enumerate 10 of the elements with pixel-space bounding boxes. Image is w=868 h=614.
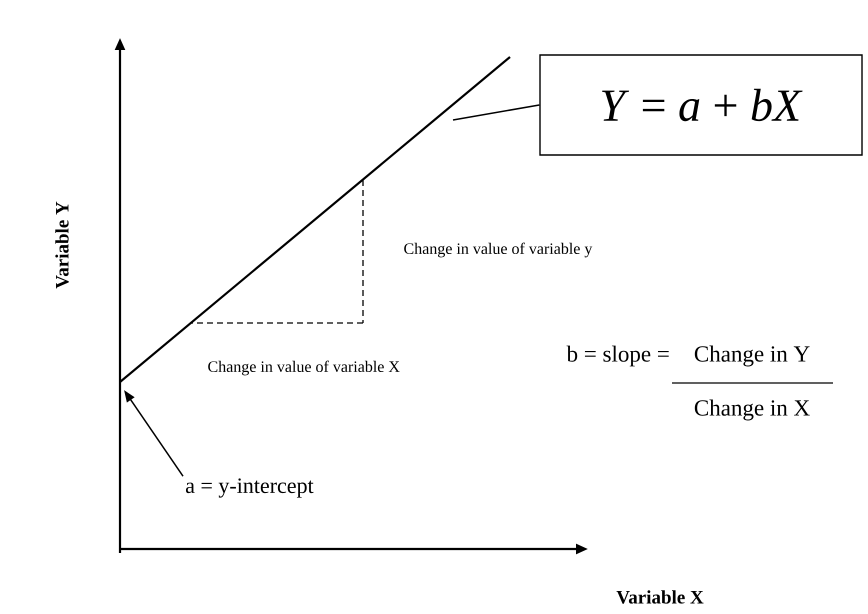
numerator-text: Change in Y — [694, 346, 810, 366]
axis-title: Variable Y — [55, 202, 69, 288]
equation-box: Y = a + bX — [539, 54, 863, 156]
intercept-label: a = y-intercept — [186, 478, 314, 498]
slope-text: b = slope = — [566, 346, 669, 366]
annotation-text: Change in value of variable X — [208, 360, 400, 376]
annotation-text: Change in value of variable y — [404, 242, 592, 258]
leader-line — [452, 104, 540, 121]
axis-title: Variable X — [616, 590, 704, 604]
denominator-text: Change in X — [694, 400, 810, 420]
